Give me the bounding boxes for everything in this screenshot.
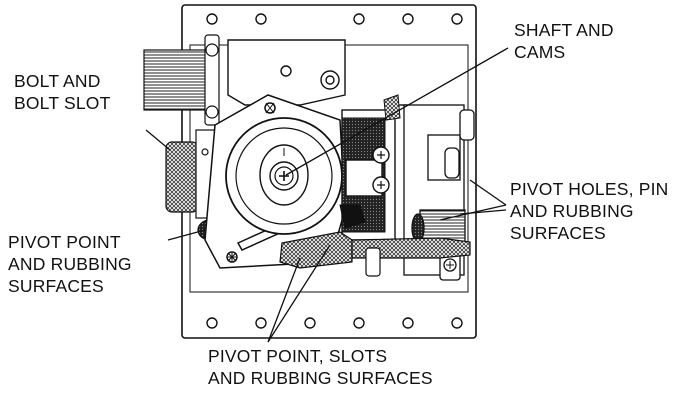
callout-pivot-left-line1: PIVOT POINT [8, 232, 121, 252]
callout-pivot-bottom: PIVOT POINT, SLOTS AND RUBBING SURFACES [208, 345, 433, 389]
callout-bolt-line2: BOLT SLOT [14, 93, 111, 113]
mounting-holes-bottom [206, 317, 463, 329]
callout-pivot-holes-line1: PIVOT HOLES, PIN [510, 179, 669, 199]
callout-pivot-holes-line3: SURFACES [510, 223, 606, 243]
upper-plate [227, 39, 346, 106]
callout-shaft-line2: CAMS [514, 42, 566, 62]
callout-bolt: BOLT AND BOLT SLOT [14, 70, 110, 114]
callout-pivot-holes: PIVOT HOLES, PIN AND RUBBING SURFACES [510, 178, 668, 244]
bolt [143, 34, 220, 126]
cam-wheel [225, 117, 343, 235]
callout-pivot-left-line3: SURFACES [8, 276, 104, 296]
leader-lines [145, 47, 509, 343]
callout-bolt-line1: BOLT AND [14, 71, 101, 91]
callout-pivot-bottom-line1: PIVOT POINT, SLOTS [208, 346, 388, 366]
callout-shaft-line1: SHAFT AND [514, 20, 614, 40]
mounting-holes-top [206, 13, 463, 25]
dark-slot [339, 204, 366, 229]
callout-pivot-bottom-line2: AND RUBBING SURFACES [208, 368, 433, 388]
callout-pivot-left-line2: AND RUBBING [8, 254, 132, 274]
callout-pivot-left: PIVOT POINT AND RUBBING SURFACES [8, 231, 132, 297]
lower-arms [279, 231, 471, 277]
callout-shaft: SHAFT AND CAMS [514, 19, 614, 63]
callout-pivot-holes-line2: AND RUBBING [510, 201, 634, 221]
